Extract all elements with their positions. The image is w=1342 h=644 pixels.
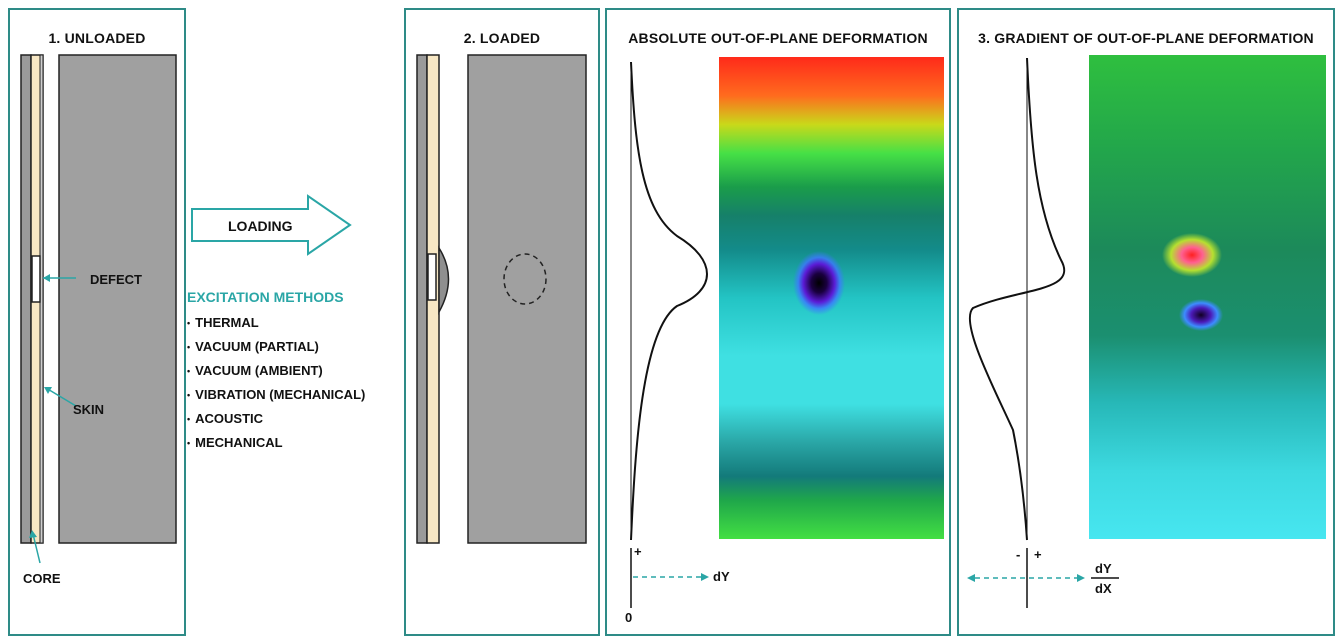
- excitation-methods-list: THERMAL VACUUM (PARTIAL) VACUUM (AMBIENT…: [187, 311, 365, 455]
- plate-left-edge: [416, 54, 428, 544]
- method-item: THERMAL: [187, 311, 365, 335]
- panel-title-loaded: 2. LOADED: [463, 30, 541, 46]
- excitation-methods-title: EXCITATION METHODS: [187, 289, 344, 305]
- panel-title-unloaded: 1. UNLOADED: [48, 30, 146, 46]
- panel-gradient-deformation: 3. GRADIENT OF OUT-OF-PLANE DEFORMATION …: [957, 8, 1335, 636]
- method-item: MECHANICAL: [187, 431, 365, 455]
- defect-outline: [503, 253, 547, 305]
- absolute-plus-label: +: [634, 544, 642, 559]
- plate-face: [467, 54, 587, 544]
- plate-left-edge: [20, 54, 32, 544]
- excitation-methods: EXCITATION METHODS THERMAL VACUUM (PARTI…: [187, 289, 365, 455]
- gradient-plus-label: +: [1034, 547, 1042, 562]
- gradient-profile-plot: [967, 57, 1119, 608]
- panel-title-gradient: 3. GRADIENT OF OUT-OF-PLANE DEFORMATION: [978, 30, 1314, 46]
- deformation-profile-curve: [630, 61, 708, 541]
- unloaded-cross-section: [20, 54, 177, 564]
- panel-title-absolute: ABSOLUTE OUT-OF-PLANE DEFORMATION: [628, 30, 928, 46]
- loading-arrow: [191, 194, 352, 256]
- skin-label: SKIN: [73, 402, 105, 417]
- absolute-deformation-map: [719, 57, 944, 539]
- defect-marker: [427, 253, 437, 301]
- defect-label: DEFECT: [90, 272, 142, 287]
- method-item: ACOUSTIC: [187, 407, 365, 431]
- skin-bulge: [438, 245, 450, 315]
- gradient-deformation-map: [1089, 55, 1326, 539]
- gradient-minus-label: -: [1016, 547, 1021, 562]
- panel-absolute-deformation: ABSOLUTE OUT-OF-PLANE DEFORMATION + 0 dY: [605, 8, 951, 636]
- core-label: CORE: [23, 571, 61, 586]
- method-item: VIBRATION (MECHANICAL): [187, 383, 365, 407]
- panel-unloaded: 1. UNLOADED DEFECT SKIN CORE: [8, 8, 186, 636]
- panel-loaded: 2. LOADED: [404, 8, 600, 636]
- absolute-profile-plot: [630, 61, 709, 608]
- plate-face: [58, 54, 177, 544]
- defect-marker: [31, 255, 41, 303]
- gradient-axis-numerator: dY: [1095, 561, 1112, 576]
- gradient-axis-denominator: dX: [1095, 581, 1112, 596]
- method-item: VACUUM (PARTIAL): [187, 335, 365, 359]
- absolute-zero-label: 0: [625, 610, 633, 625]
- gradient-profile-curve: [968, 57, 1066, 541]
- method-item: VACUUM (AMBIENT): [187, 359, 365, 383]
- loading-label: LOADING: [228, 218, 293, 234]
- core-leader: [32, 533, 41, 564]
- skin-leader: [45, 387, 77, 407]
- absolute-axis-label: dY: [713, 569, 730, 584]
- loaded-cross-section: [416, 54, 587, 544]
